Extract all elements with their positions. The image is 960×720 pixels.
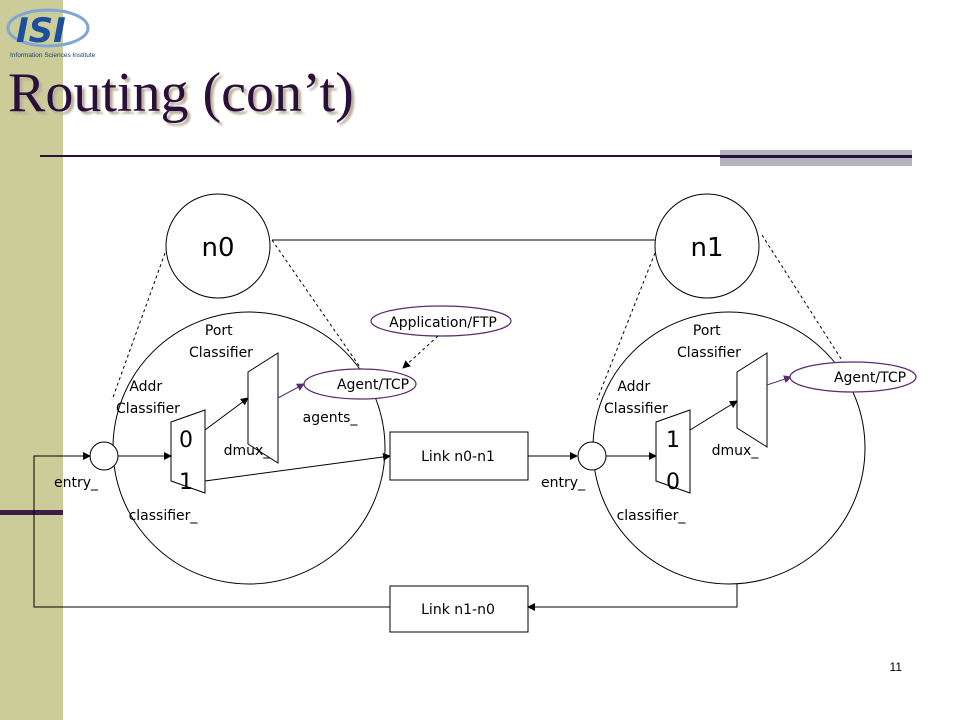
- n0-to-dmux-arrow: [204, 397, 249, 431]
- n0-addr-label-line2: Classifier: [116, 401, 180, 417]
- n0-classifier-label: classifier_: [129, 508, 199, 524]
- n0-zoom-line-left: [111, 252, 166, 401]
- slide-title: Routing (con’t): [8, 62, 354, 124]
- application-ftp: [370, 305, 512, 337]
- n1-entry-label: entry_: [541, 475, 586, 491]
- n0-dmux-to-agent-arrow: [277, 383, 305, 399]
- n1-dmux-shape: [736, 352, 768, 448]
- node-n0-circle: [165, 193, 271, 299]
- n0-addr-label-line1: Addr: [129, 379, 162, 395]
- n0-port-classifier-label: Port Classifier: [189, 323, 253, 361]
- n1-addr-classifier-label: Addr Classifier: [604, 379, 668, 417]
- application-label: Application/FTP: [389, 315, 497, 331]
- n0-agents-label: agents_: [303, 410, 359, 426]
- n1-to-dmux-arrow: [689, 400, 738, 431]
- n0-entry-point: [89, 441, 119, 471]
- title-rule: [40, 155, 912, 157]
- n1-dmux-to-agent-arrow: [766, 375, 792, 386]
- isi-logo: ISI Information Sciences Institute: [4, 4, 96, 62]
- n0-slot-top: 0: [179, 428, 193, 453]
- n1-slot-bottom: 0: [666, 470, 680, 495]
- n0-entry-label: entry_: [54, 475, 99, 491]
- n0-addr-classifier-label: Addr Classifier: [116, 379, 180, 417]
- n0-to-link-arrow: [204, 452, 391, 482]
- n0-zoom-line-right: [271, 239, 363, 371]
- n1-classifier-shape: [655, 409, 691, 494]
- return-link-to-n0-path: [33, 452, 390, 608]
- n1-slot-top: 1: [666, 428, 680, 453]
- link-n1-n0-box: [389, 585, 529, 633]
- n1-dmux-label: dmux_: [712, 443, 760, 459]
- title-rule-accent: [720, 150, 912, 166]
- logo-mark: ISI: [16, 11, 66, 51]
- n0-port-label-line2: Classifier: [189, 345, 253, 361]
- n0-agent-label: Agent/TCP: [337, 377, 409, 393]
- n1-classifier-label: classifier_: [617, 508, 687, 524]
- n1-zoom-line-left: [596, 252, 656, 401]
- application-to-agent-arrow: [402, 335, 439, 369]
- n0-dmux-label: dmux_: [224, 443, 272, 459]
- title-rule-right: [720, 156, 912, 158]
- link-n0-n1-label: Link n0-n1: [421, 449, 495, 465]
- n1-entry-point: [577, 441, 607, 471]
- n1-addr-label-line2: Classifier: [604, 401, 668, 417]
- sidebar-band: [0, 0, 63, 720]
- n0-agent-tcp: [303, 368, 417, 400]
- n0-slot-bottom: 1: [179, 470, 193, 495]
- n1-port-label-line2: Classifier: [677, 345, 741, 361]
- node-n1-label: n1: [690, 233, 723, 263]
- node-n0-label: n0: [201, 233, 234, 263]
- link-n0-n1-box: [389, 431, 529, 481]
- link-n1-n0-label: Link n1-n0: [421, 602, 495, 618]
- n0-port-label-line1: Port: [205, 323, 233, 339]
- n1-port-classifier-label: Port Classifier: [677, 323, 741, 361]
- n1-port-label-line1: Port: [693, 323, 721, 339]
- node-n1-circle: [654, 193, 760, 299]
- n0-dmux-shape: [247, 352, 279, 464]
- slide-number: 11: [889, 660, 902, 674]
- sidebar-notch: [0, 510, 63, 515]
- n0-classifier-shape: [170, 409, 206, 494]
- logo-subtitle: Information Sciences Institute: [10, 52, 96, 59]
- n1-addr-label-line1: Addr: [617, 379, 650, 395]
- n1-agent-tcp: [789, 361, 917, 393]
- n1-zoom-line-right: [761, 234, 846, 366]
- n1-agent-label: Agent/TCP: [834, 370, 906, 386]
